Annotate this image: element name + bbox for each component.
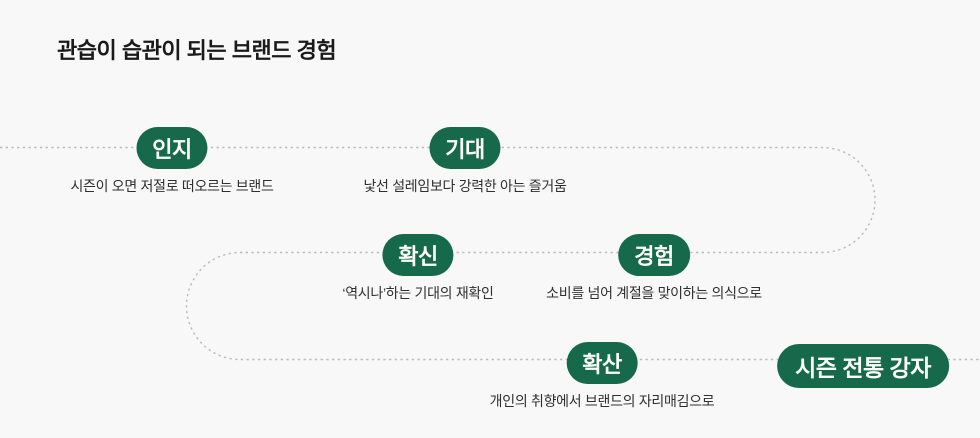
stage-caption-diffusion: 개인의 취향에서 브랜드의 자리매김으로 bbox=[489, 393, 715, 409]
stage-experience: 경험 소비를 넘어 계절을 맞이하는 의식으로 bbox=[546, 234, 762, 303]
stage-expectation: 기대 낯선 설레임보다 강력한 아는 즐거움 bbox=[363, 127, 567, 196]
stage-caption-experience: 소비를 넘어 계절을 맞이하는 의식으로 bbox=[546, 285, 762, 301]
stage-awareness: 인지 시즌이 오면 저절로 떠오르는 브랜드 bbox=[70, 127, 274, 196]
stage-caption-expectation: 낯선 설레임보다 강력한 아는 즐거움 bbox=[363, 178, 567, 194]
stage-badge-conviction: 확신 bbox=[382, 234, 454, 276]
stage-season-champion: 시즌 전통 강자 bbox=[777, 344, 949, 388]
stage-diffusion: 확산 개인의 취향에서 브랜드의 자리매김으로 bbox=[490, 342, 715, 411]
stage-caption-conviction: ‘역시나’하는 기대의 재확인 bbox=[342, 285, 494, 301]
stage-badge-season-champion: 시즌 전통 강자 bbox=[777, 344, 949, 388]
stage-conviction: 확신 ‘역시나’하는 기대의 재확인 bbox=[342, 234, 494, 303]
stage-badge-expectation: 기대 bbox=[429, 127, 501, 169]
stage-badge-awareness: 인지 bbox=[136, 127, 208, 169]
stage-caption-awareness: 시즌이 오면 저절로 떠오르는 브랜드 bbox=[70, 178, 274, 194]
stage-badge-diffusion: 확산 bbox=[566, 342, 638, 384]
page-title: 관습이 습관이 되는 브랜드 경험 bbox=[57, 38, 337, 63]
stage-badge-experience: 경험 bbox=[618, 234, 690, 276]
dotted-path-line bbox=[0, 146, 980, 361]
